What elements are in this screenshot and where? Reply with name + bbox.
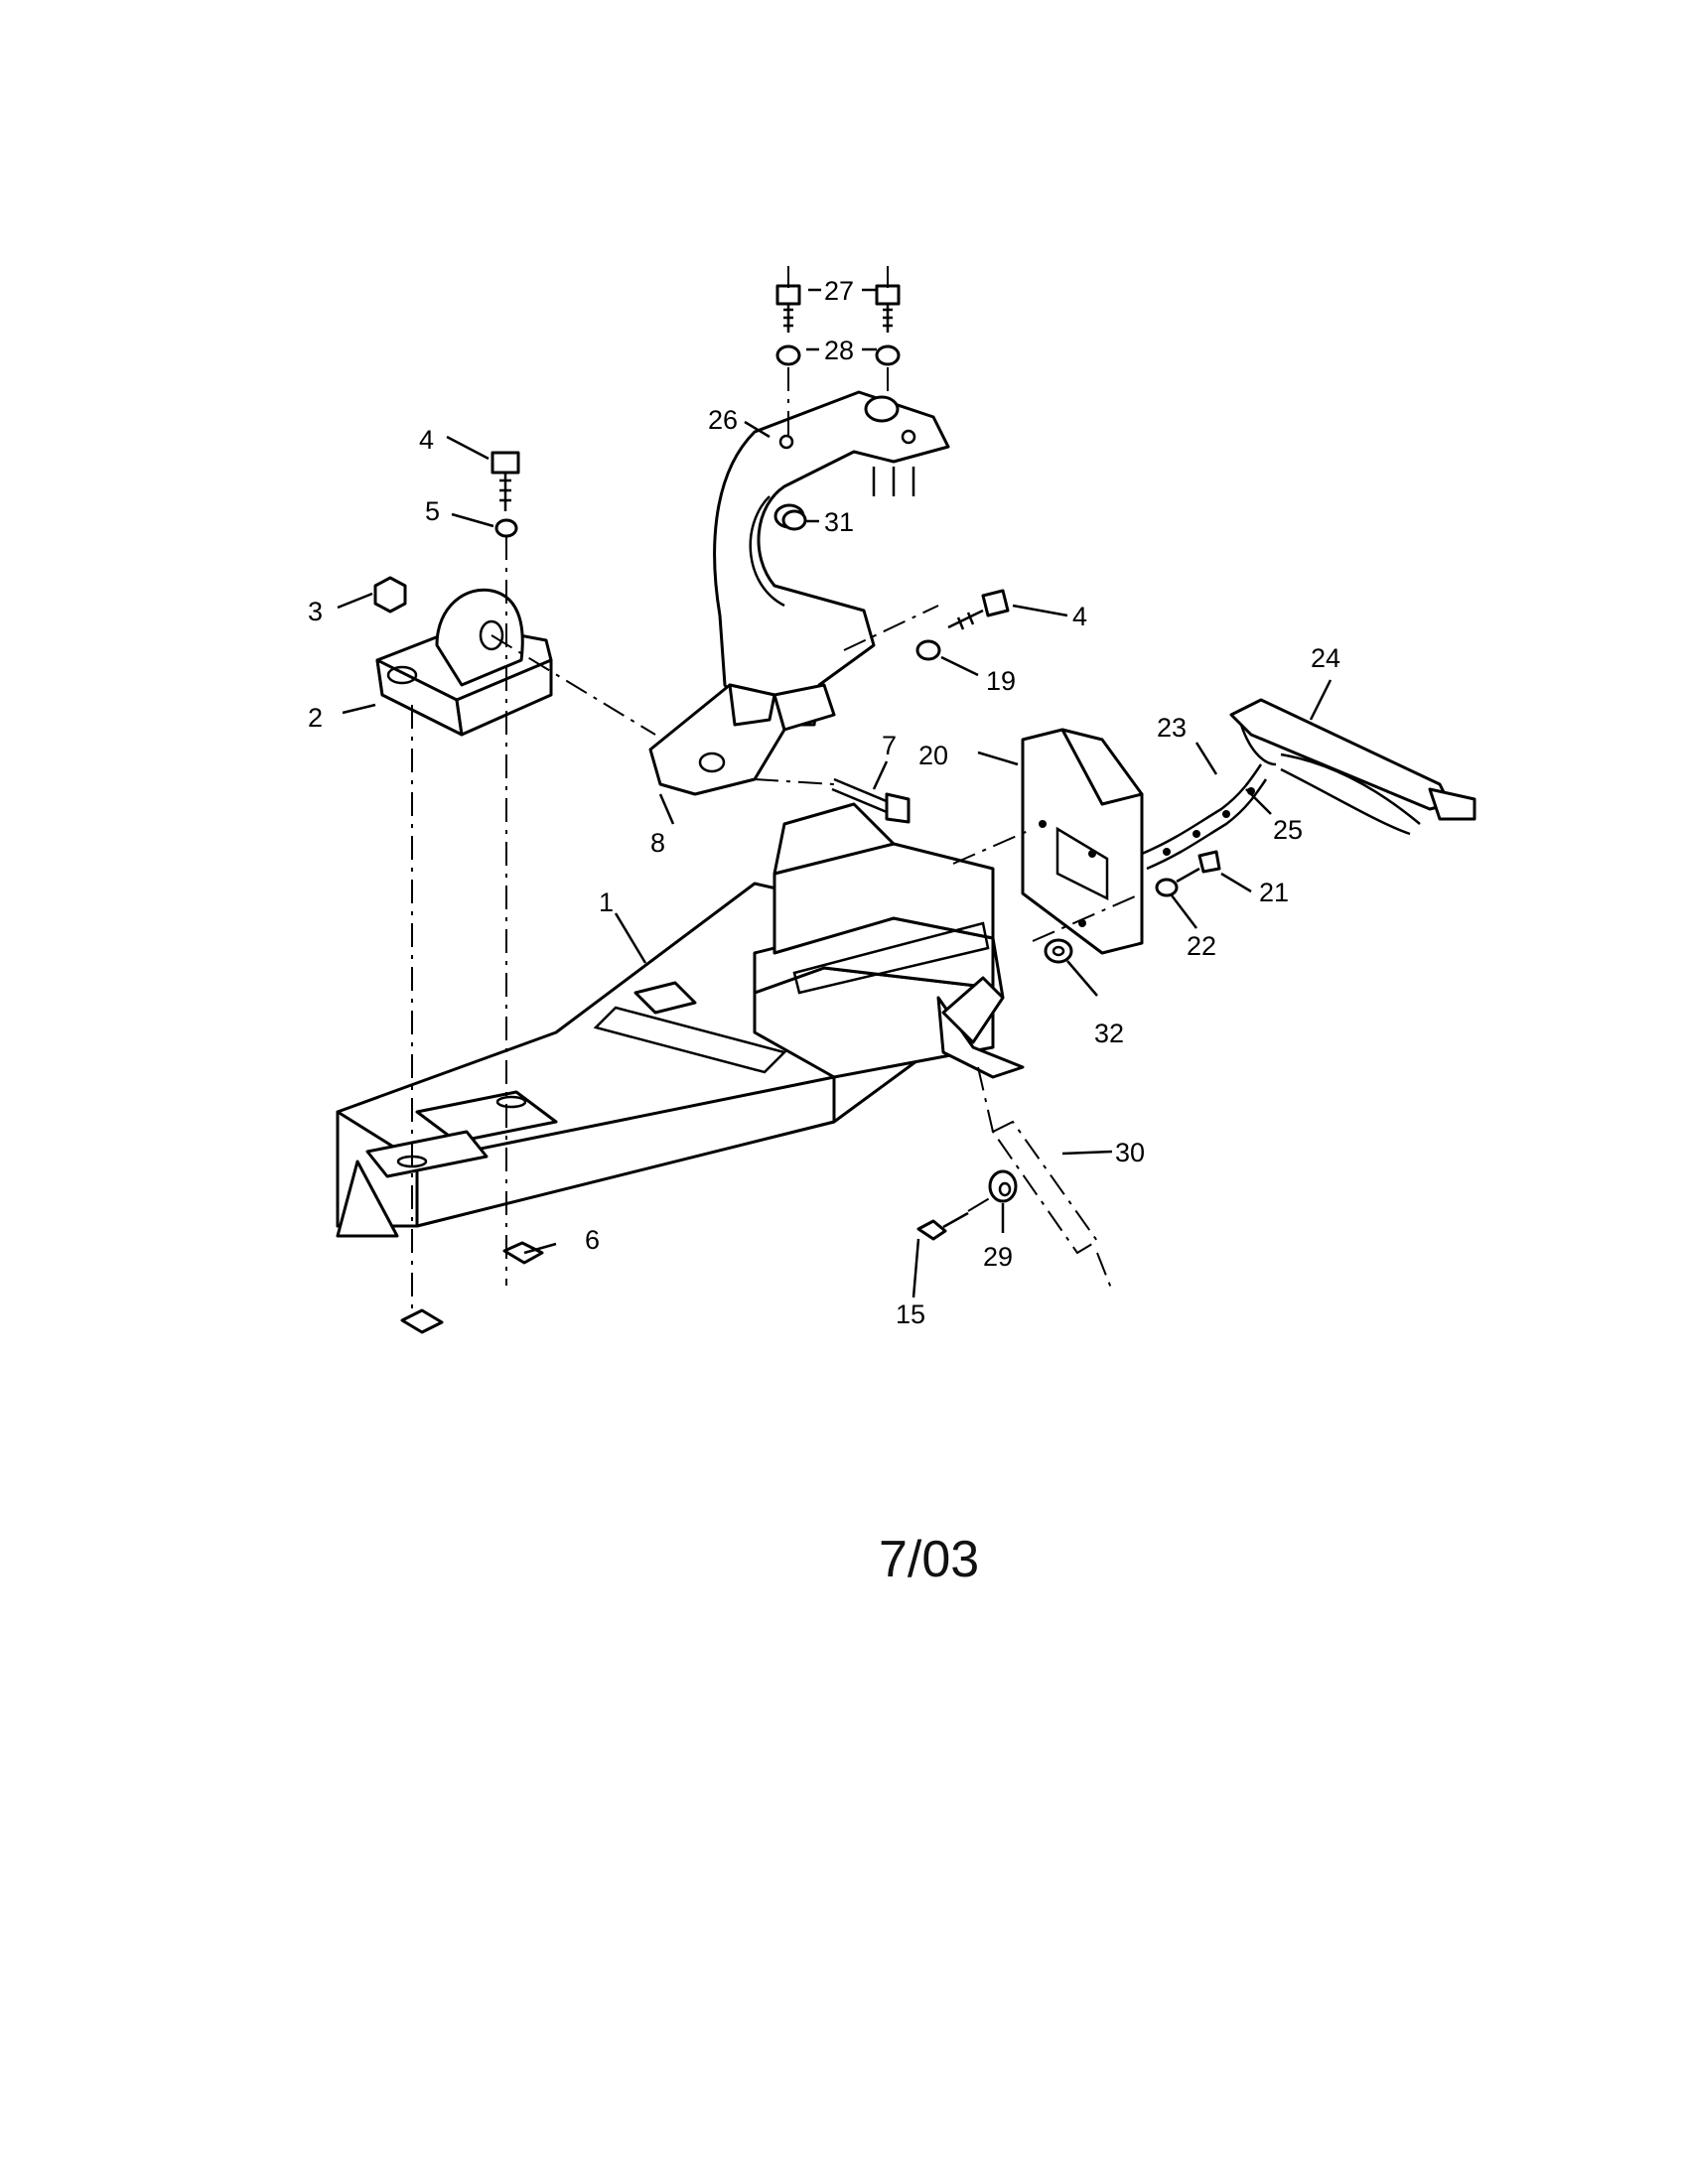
callout-1: 1 [599, 887, 614, 917]
mounting-plate [1021, 728, 1144, 955]
callout-20: 20 [918, 741, 948, 770]
callout-15: 15 [896, 1299, 925, 1329]
callout-8: 8 [650, 828, 665, 858]
callout-24: 24 [1311, 643, 1340, 673]
chain [1141, 763, 1268, 871]
bolt-4-right [947, 589, 1010, 630]
center-lines [411, 266, 1143, 1310]
swing-arm-block [648, 683, 836, 796]
base-frame [336, 802, 1025, 1238]
leader-lines [337, 288, 1333, 1298]
bolt-7 [831, 777, 911, 824]
bolt-21 [1176, 850, 1221, 884]
nut-3 [373, 576, 407, 614]
callout-26: 26 [708, 405, 738, 435]
washer-28-right [875, 344, 901, 366]
washer-5 [494, 518, 518, 538]
screw-15 [916, 1211, 969, 1241]
fasteners [373, 284, 1221, 1334]
callout-28: 28 [824, 336, 854, 365]
bolt-27-left [775, 284, 801, 333]
callout-3: 3 [308, 597, 323, 626]
phantom-part-30 [991, 1120, 1113, 1292]
callout-4-top: 4 [419, 425, 434, 455]
callout-31: 31 [824, 507, 854, 537]
callout-23: 23 [1157, 713, 1187, 743]
revision-date: 7/03 [879, 1531, 979, 1588]
callout-labels: 1 2 3 4 4 5 6 7 8 15 19 20 21 22 23 24 2… [308, 276, 1340, 1329]
callout-29: 29 [983, 1242, 1013, 1272]
upper-curved-arm [713, 390, 950, 727]
callout-19: 19 [986, 666, 1016, 696]
bracket-29 [988, 1169, 1018, 1203]
callout-21: 21 [1259, 878, 1289, 907]
washer-28-left [775, 344, 801, 366]
nut-6 [502, 1241, 544, 1265]
callout-6: 6 [585, 1225, 600, 1255]
callout-27: 27 [824, 276, 854, 306]
washer-19 [915, 639, 941, 661]
washer-32 [1044, 938, 1073, 964]
washer-31 [781, 509, 807, 531]
callout-25: 25 [1273, 815, 1303, 845]
washer-22 [1155, 878, 1179, 897]
chain-wrench [1229, 698, 1476, 836]
bolt-27-right [875, 284, 901, 333]
callout-30: 30 [1115, 1138, 1145, 1167]
bolt-4-left [491, 451, 520, 511]
callout-7: 7 [882, 731, 897, 760]
callout-4-right: 4 [1072, 602, 1087, 631]
callout-5: 5 [425, 496, 440, 526]
callout-32: 32 [1094, 1019, 1124, 1048]
callout-22: 22 [1187, 931, 1216, 961]
callout-2: 2 [308, 703, 323, 733]
pivot-bracket [375, 588, 553, 737]
nut-lower-left [400, 1308, 444, 1334]
